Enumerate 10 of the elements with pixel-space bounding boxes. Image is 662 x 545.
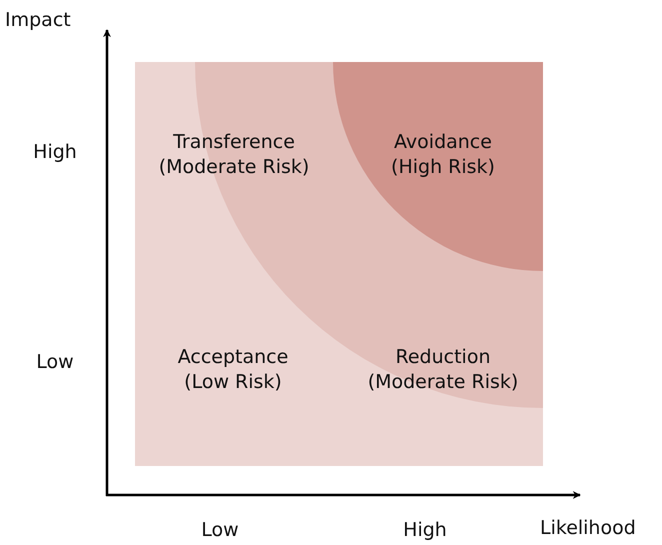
axis-title: Impact: [5, 8, 72, 33]
quadrant-label: Avoidance (High Risk): [390, 130, 496, 180]
axis-tick-label: High: [32, 140, 78, 165]
axis-tick-label: Low: [35, 350, 75, 375]
axis-tick-label: High: [402, 518, 448, 543]
axis-title: Likelihood: [540, 516, 637, 541]
axis-tick-label: Low: [200, 518, 240, 543]
quadrant-label: Reduction (Moderate Risk): [366, 345, 520, 395]
quadrant-label: Transference (Moderate Risk): [158, 130, 310, 180]
quadrant-label: Acceptance (Low Risk): [176, 345, 290, 395]
